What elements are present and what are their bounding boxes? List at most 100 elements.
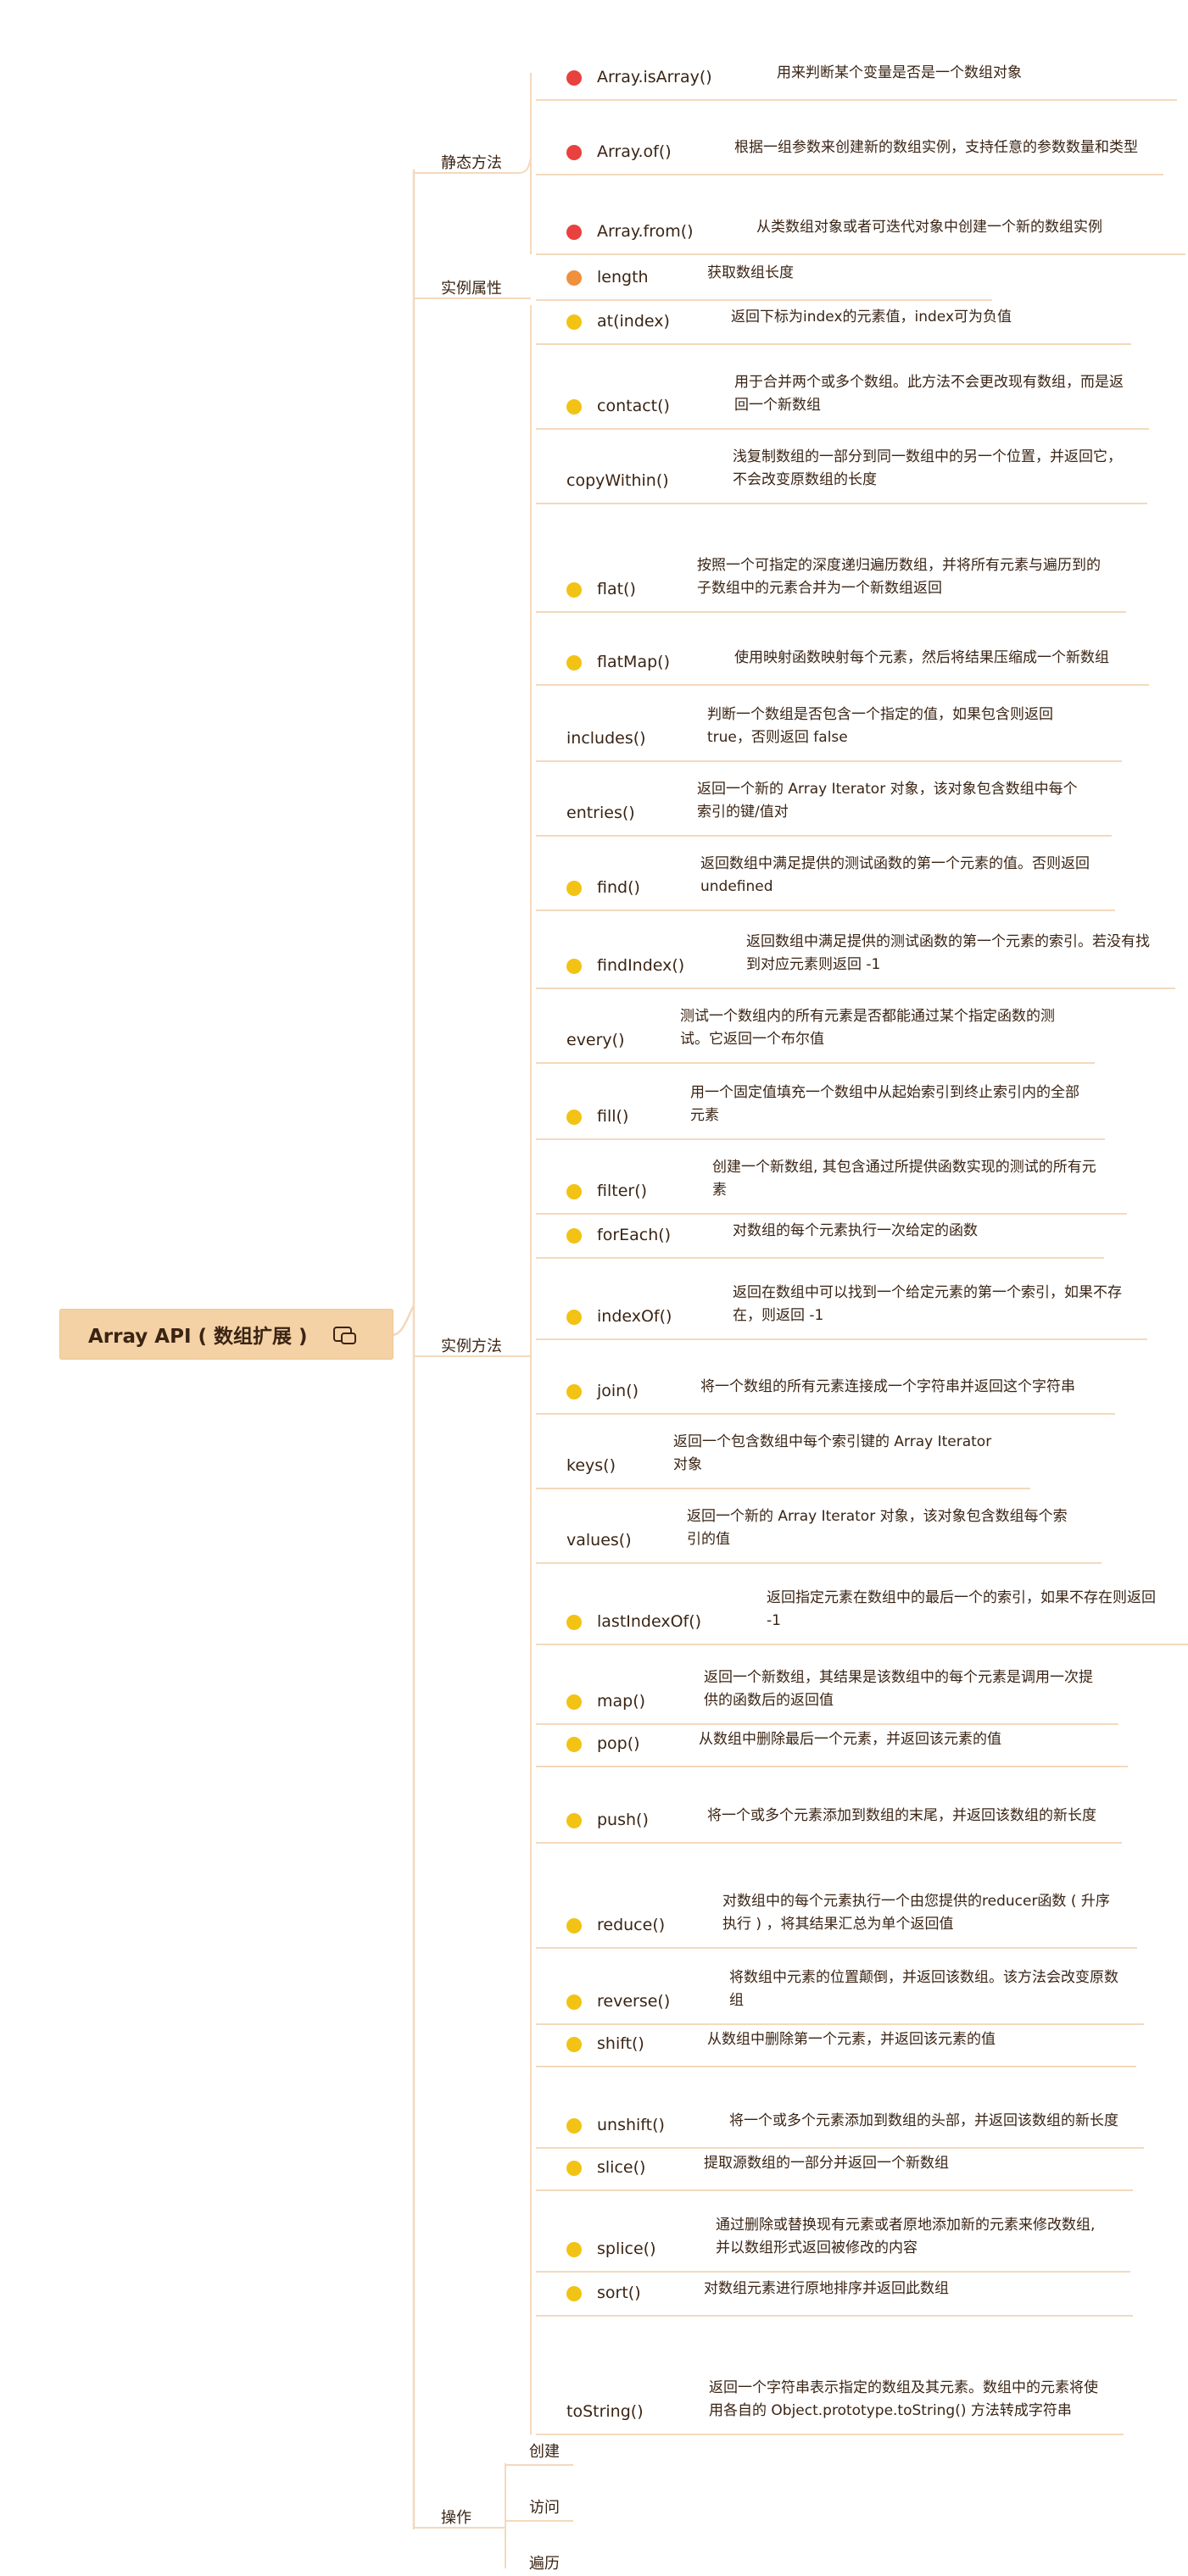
method-item-name[interactable]: includes() xyxy=(566,729,646,748)
method-item-description: 将一个或多个元素添加到数组的末尾，并返回该数组的新长度 xyxy=(707,1807,1096,1824)
method-bullet-icon xyxy=(566,1310,582,1325)
method-item-name[interactable]: map() xyxy=(597,1692,646,1711)
method-item-description: 返回一个包含数组中每个索引键的 Array Iterator 对象 xyxy=(673,1433,992,1473)
method-item-name[interactable]: every() xyxy=(566,1031,625,1049)
method-item-name[interactable]: toString() xyxy=(566,2402,644,2421)
method-item-name[interactable]: indexOf() xyxy=(597,1307,672,1326)
connector-curve xyxy=(391,1305,416,1337)
method-bullet-icon xyxy=(566,1694,582,1710)
method-item-name[interactable]: at(index) xyxy=(597,312,670,331)
method-item-name[interactable]: values() xyxy=(566,1531,632,1549)
method-item-name[interactable]: lastIndexOf() xyxy=(597,1612,702,1631)
method-item-name[interactable]: reverse() xyxy=(597,1992,671,2011)
method-item-description: 使用映射函数映射每个元素，然后将结果压缩成一个新数组 xyxy=(734,649,1109,666)
operation-item[interactable]: 访问 xyxy=(529,2499,560,2517)
method-item-description: 返回一个新数组，其结果是该数组中的每个元素是调用一次提供的函数后的返回值 xyxy=(704,1669,1093,1709)
method-bullet-icon xyxy=(566,655,582,670)
method-item-name[interactable]: sort() xyxy=(597,2284,641,2302)
category-instance-methods[interactable]: 实例方法 xyxy=(441,1338,502,1355)
method-bullet-icon xyxy=(566,2161,582,2176)
method-bullet-icon xyxy=(566,2286,582,2301)
method-item-description: 返回一个新的 Array Iterator 对象，该对象包含数组每个索引的值 xyxy=(687,1508,1068,1548)
operation-item[interactable]: 创建 xyxy=(529,2443,560,2461)
static-item-name[interactable]: Array.of() xyxy=(597,142,672,161)
method-bullet-icon xyxy=(566,1384,582,1399)
method-bullet-icon xyxy=(566,2118,582,2134)
method-item-description: 从数组中删除第一个元素，并返回该元素的值 xyxy=(707,2031,996,2048)
method-item-name[interactable]: slice() xyxy=(597,2158,646,2177)
method-item-name[interactable]: keys() xyxy=(566,1456,616,1475)
method-item-description: 浅复制数组的一部分到同一数组中的另一个位置，并返回它，不会改变原数组的长度 xyxy=(733,448,1122,488)
method-item-description: 对数组中的每个元素执行一个由您提供的reducer函数 ( 升序执行 ) ，将其… xyxy=(722,1893,1110,1933)
category-operations[interactable]: 操作 xyxy=(441,2509,471,2527)
method-item-name[interactable]: splice() xyxy=(597,2239,656,2258)
method-bullet-icon xyxy=(566,1184,582,1199)
static-bullet-icon xyxy=(566,70,582,86)
static-item-description: 根据一组参数来创建新的数组实例，支持任意的参数数量和类型 xyxy=(734,139,1138,156)
method-item-description: 通过删除或替换现有元素或者原地添加新的元素来修改数组,并以数组形式返回被修改的内… xyxy=(716,2217,1096,2256)
method-item-name[interactable]: pop() xyxy=(597,1734,640,1753)
method-item-name[interactable]: flatMap() xyxy=(597,653,670,671)
prop-item-description: 获取数组长度 xyxy=(707,264,794,281)
method-bullet-icon xyxy=(566,959,582,974)
method-item-description: 用一个固定值填充一个数组中从起始索引到终止索引内的全部元素 xyxy=(690,1084,1079,1124)
root-title: Array API ( 数组扩展 ) xyxy=(88,1326,308,1348)
method-bullet-icon xyxy=(566,1737,582,1752)
method-item-description: 返回数组中满足提供的测试函数的第一个元素的索引。若没有找到对应元素则返回 -1 xyxy=(746,933,1150,973)
method-item-description: 将数组中元素的位置颠倒，并返回该数组。该方法会改变原数组 xyxy=(729,1969,1118,2009)
method-bullet-icon xyxy=(566,1918,582,1933)
method-bullet-icon xyxy=(566,1228,582,1243)
method-item-description: 返回指定元素在数组中的最后一个的索引，如果不存在则返回 -1 xyxy=(767,1589,1156,1629)
method-item-description: 返回数组中满足提供的测试函数的第一个元素的值。否则返回 undefined xyxy=(700,855,1090,895)
method-item-name[interactable]: shift() xyxy=(597,2034,644,2053)
method-bullet-icon xyxy=(566,2037,582,2052)
static-item-description: 从类数组对象或者可迭代对象中创建一个新的数组实例 xyxy=(756,219,1102,236)
method-item-name[interactable]: join() xyxy=(597,1382,639,1400)
method-bullet-icon xyxy=(566,399,582,414)
method-item-description: 对数组的每个元素执行一次给定的函数 xyxy=(733,1222,978,1239)
method-item-name[interactable]: find() xyxy=(597,878,640,897)
method-bullet-icon xyxy=(566,582,582,598)
method-item-description: 将一个或多个元素添加到数组的头部，并返回该数组的新长度 xyxy=(729,2112,1118,2129)
method-item-name[interactable]: reduce() xyxy=(597,1916,666,1934)
method-bullet-icon xyxy=(566,1110,582,1125)
operation-item[interactable]: 遍历 xyxy=(529,2555,560,2573)
method-item-name[interactable]: filter() xyxy=(597,1182,648,1200)
method-item-description: 创建一个新数组, 其包含通过所提供函数实现的测试的所有元素 xyxy=(712,1159,1096,1199)
method-item-name[interactable]: findIndex() xyxy=(597,956,685,975)
method-item-description: 将一个数组的所有元素连接成一个字符串并返回这个字符串 xyxy=(700,1378,1075,1395)
method-item-description: 提取源数组的一部分并返回一个新数组 xyxy=(704,2155,949,2172)
static-item-name[interactable]: Array.isArray() xyxy=(597,68,712,86)
method-bullet-icon xyxy=(566,2242,582,2257)
method-bullet-icon xyxy=(566,1813,582,1828)
prop-item-name[interactable]: length xyxy=(597,268,649,287)
method-item-name[interactable]: forEach() xyxy=(597,1226,672,1244)
method-item-description: 返回一个新的 Array Iterator 对象，该对象包含数组中每个索引的键/… xyxy=(697,781,1078,821)
method-bullet-icon xyxy=(566,1615,582,1630)
method-item-name[interactable]: copyWithin() xyxy=(566,471,669,490)
method-item-description: 用于合并两个或多个数组。此方法不会更改现有数组，而是返回一个新数组 xyxy=(734,374,1124,414)
method-item-name[interactable]: flat() xyxy=(597,580,636,598)
method-item-description: 对数组元素进行原地排序并返回此数组 xyxy=(704,2280,949,2297)
method-item-description: 返回一个字符串表示指定的数组及其元素。数组中的元素将使用各自的 Object.p… xyxy=(709,2379,1098,2419)
link-icon[interactable] xyxy=(332,1327,356,1344)
method-item-name[interactable]: fill() xyxy=(597,1107,629,1126)
method-item-description: 返回在数组中可以找到一个给定元素的第一个索引，如果不存在，则返回 -1 xyxy=(733,1284,1122,1324)
connector-curve xyxy=(518,157,532,174)
method-bullet-icon xyxy=(566,314,582,330)
method-item-name[interactable]: unshift() xyxy=(597,2116,665,2134)
method-item-name[interactable]: push() xyxy=(597,1811,649,1829)
method-item-description: 判断一个数组是否包含一个指定的值，如果包含则返回 true，否则返回 false xyxy=(707,706,1053,746)
method-item-name[interactable]: contact() xyxy=(597,397,670,415)
category-static-methods[interactable]: 静态方法 xyxy=(441,154,502,172)
method-item-description: 测试一个数组内的所有元素是否都能通过某个指定函数的测试。它返回一个布尔值 xyxy=(680,1008,1055,1048)
root-node[interactable]: Array API ( 数组扩展 ) xyxy=(59,1309,393,1360)
category-instance-properties[interactable]: 实例属性 xyxy=(441,280,502,298)
static-item-description: 用来判断某个变量是否是一个数组对象 xyxy=(777,64,1022,81)
static-item-name[interactable]: Array.from() xyxy=(597,222,694,241)
method-item-name[interactable]: entries() xyxy=(566,804,635,822)
method-bullet-icon xyxy=(566,1995,582,2010)
method-item-description: 从数组中删除最后一个元素，并返回该元素的值 xyxy=(699,1731,1001,1748)
